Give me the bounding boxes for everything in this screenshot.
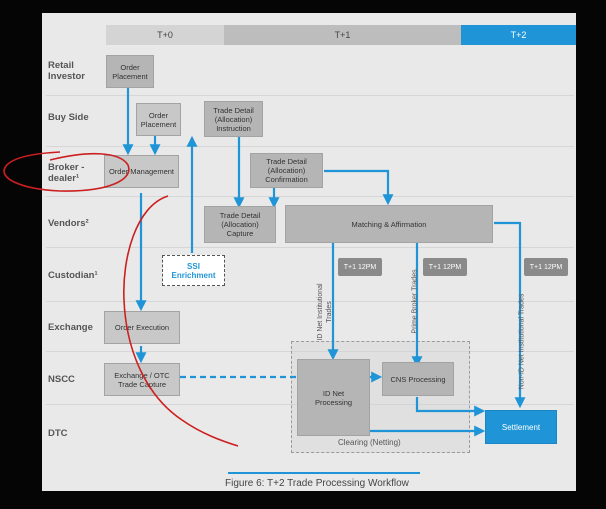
lane-nscc: NSCC xyxy=(48,373,75,385)
order-placement-buyside-box: Order Placement xyxy=(136,103,181,136)
lane-vendors: Vendors² xyxy=(48,217,89,229)
lane-buy-side: Buy Side xyxy=(48,111,89,123)
lane-broker-dealer: Broker - dealer¹ xyxy=(48,162,85,184)
caption-rule xyxy=(228,472,420,474)
phase-t2: T+2 xyxy=(461,25,576,45)
lane-custodian: Custodian¹ xyxy=(48,269,98,281)
cns-processing-box: CNS Processing xyxy=(382,362,454,396)
connector-layer xyxy=(122,87,526,437)
trade-detail-instruction-box: Trade Detail (Allocation) Instruction xyxy=(204,101,263,137)
figure-caption: Figure 6: T+2 Trade Processing Workflow xyxy=(225,478,409,489)
lane-divider xyxy=(46,351,574,352)
arrow-confirmation-to-matching xyxy=(324,169,394,206)
lane-divider xyxy=(46,196,574,197)
red-curve-annotation xyxy=(123,195,239,447)
lane-exchange: Exchange xyxy=(48,321,93,333)
trade-detail-confirmation-box: Trade Detail (Allocation) Confirmation xyxy=(250,153,323,188)
lane-retail-investor: Retail Investor xyxy=(48,60,85,82)
arrow-cns-to-settlement xyxy=(415,397,486,417)
t1-12pm-tag: T+1 12PM xyxy=(338,258,382,276)
ssi-enrichment-box: SSI Enrichment xyxy=(162,255,225,286)
order-execution-box: Order Execution xyxy=(104,311,180,344)
lane-divider xyxy=(46,146,574,147)
arrow-matching-to-settlement xyxy=(494,221,526,409)
clearing-label: Clearing (Netting) xyxy=(338,438,401,447)
lane-divider xyxy=(46,301,574,302)
workflow-slide: T+0 T+1 T+2 Retail Investor Buy Side Bro… xyxy=(3,13,576,491)
t1-12pm-tag: T+1 12PM xyxy=(423,258,467,276)
order-placement-retail-box: Order Placement xyxy=(106,55,154,88)
settlement-box: Settlement xyxy=(485,410,557,444)
t1-12pm-tag: T+1 12PM xyxy=(524,258,568,276)
phase-t0: T+0 xyxy=(106,25,224,45)
matching-affirmation-box: Matching & Affirmation xyxy=(285,205,493,243)
phase-t1: T+1 xyxy=(224,25,461,45)
red-circle-annotation xyxy=(3,151,130,192)
exchange-otc-trade-capture-box: Exchange / OTC Trade Capture xyxy=(104,363,180,396)
lane-divider xyxy=(46,95,574,96)
id-net-processing-box: ID Net Processing xyxy=(297,359,370,436)
lane-divider xyxy=(46,247,574,248)
trade-detail-capture-box: Trade Detail (Allocation) Capture xyxy=(204,206,276,243)
lane-dtc: DTC xyxy=(48,427,68,439)
